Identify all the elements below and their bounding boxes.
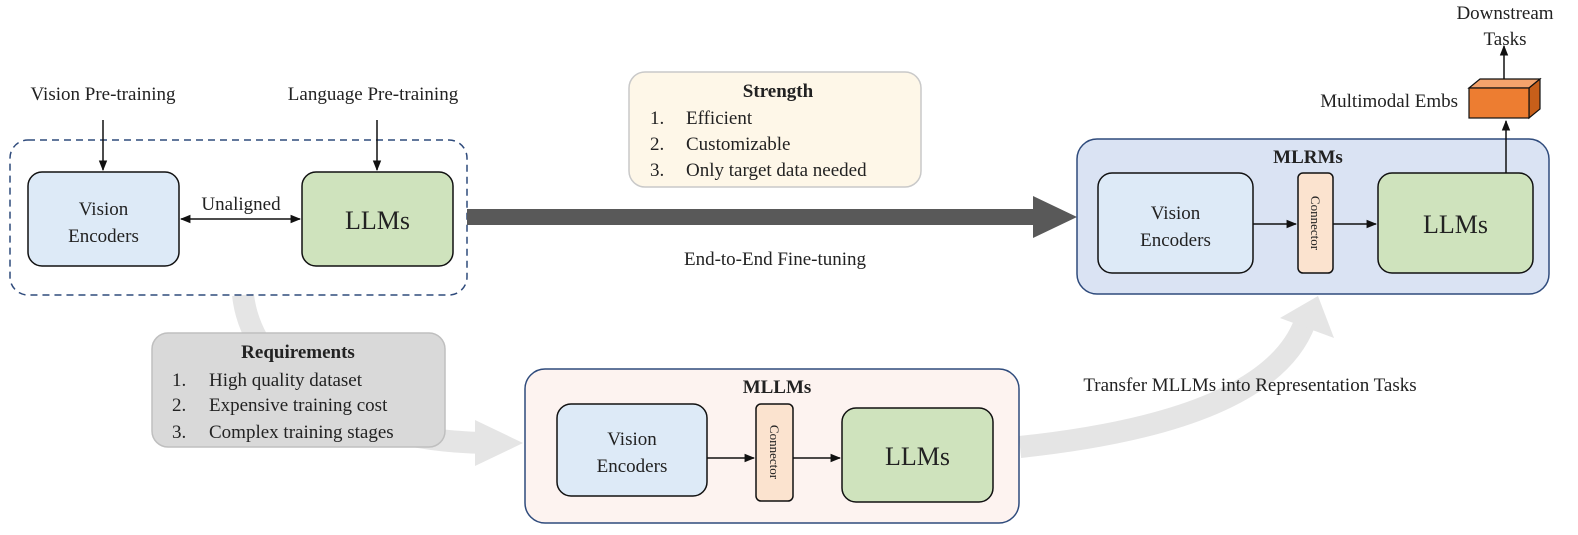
- finetuning-arrow-shaft: [467, 209, 1037, 225]
- unaligned-label: Unaligned: [201, 194, 281, 215]
- left-llms-box: [301, 171, 454, 267]
- transfer-flow-arrowhead: [1280, 296, 1334, 338]
- mllms-title: MLLMs: [743, 377, 812, 398]
- requirements-item-3-num: 3.: [172, 422, 186, 443]
- finetuning-arrowhead: [1033, 196, 1077, 238]
- mllms-llms-box: [841, 407, 994, 503]
- mlrms-llms-box: [1377, 172, 1534, 274]
- left-vision-encoders-box: [27, 171, 180, 267]
- multimodal-embs-label: Multimodal Embs: [1320, 91, 1458, 112]
- mllms-connector-label: Connector: [767, 425, 782, 480]
- mlrms-vision-encoders-line1: Vision: [1151, 203, 1201, 224]
- requirements-title: Requirements: [241, 342, 355, 363]
- mllms-connector-box: [755, 403, 794, 502]
- language-pretraining-label: Language Pre-training: [288, 84, 459, 105]
- mllms-vision-encoders-line1: Vision: [607, 429, 657, 450]
- left-llms-label: LLMs: [345, 206, 410, 235]
- requirements-item-2-text: Expensive training cost: [209, 395, 388, 416]
- requirements-item-3-text: Complex training stages: [209, 422, 394, 443]
- requirements-item-2-num: 2.: [172, 395, 186, 416]
- strength-item-2-text: Customizable: [686, 134, 790, 155]
- requirements-flow-arrowhead: [475, 420, 523, 466]
- strength-title: Strength: [743, 81, 814, 102]
- mlrms-connector-box: [1297, 172, 1334, 274]
- strength-box: [628, 71, 922, 188]
- transfer-flow-curve: [1018, 317, 1316, 458]
- left-vision-encoders-line2: Encoders: [68, 226, 139, 247]
- transfer-label: Transfer MLLMs into Representation Tasks: [1083, 375, 1416, 396]
- mlrms-connector-label: Connector: [1308, 196, 1323, 251]
- strength-item-3-num: 3.: [650, 160, 664, 181]
- mlrms-vision-encoders-box: [1097, 172, 1254, 274]
- requirements-item-1-num: 1.: [172, 370, 186, 391]
- mlrms-title: MLRMs: [1273, 147, 1343, 168]
- mlrms-vision-encoders-line2: Encoders: [1140, 230, 1211, 251]
- left-vision-encoders-line1: Vision: [79, 199, 129, 220]
- multimodal-embs-cube: [1467, 77, 1542, 120]
- vision-pretraining-label: Vision Pre-training: [30, 84, 176, 105]
- mllms-vision-encoders-line2: Encoders: [597, 456, 668, 477]
- finetuning-label: End-to-End Fine-tuning: [684, 249, 867, 270]
- downstream-label-line2: Tasks: [1483, 29, 1526, 50]
- strength-item-1-num: 1.: [650, 108, 664, 129]
- requirements-box: [151, 332, 446, 448]
- strength-item-3-text: Only target data needed: [686, 160, 867, 181]
- mlrms-llms-label: LLMs: [1423, 210, 1488, 239]
- strength-item-2-num: 2.: [650, 134, 664, 155]
- mllms-llms-label: LLMs: [885, 442, 950, 471]
- requirements-item-1-text: High quality dataset: [209, 370, 363, 391]
- mllms-vision-encoders-box: [556, 403, 708, 497]
- downstream-label-line1: Downstream: [1456, 3, 1553, 24]
- strength-item-1-text: Efficient: [686, 108, 753, 129]
